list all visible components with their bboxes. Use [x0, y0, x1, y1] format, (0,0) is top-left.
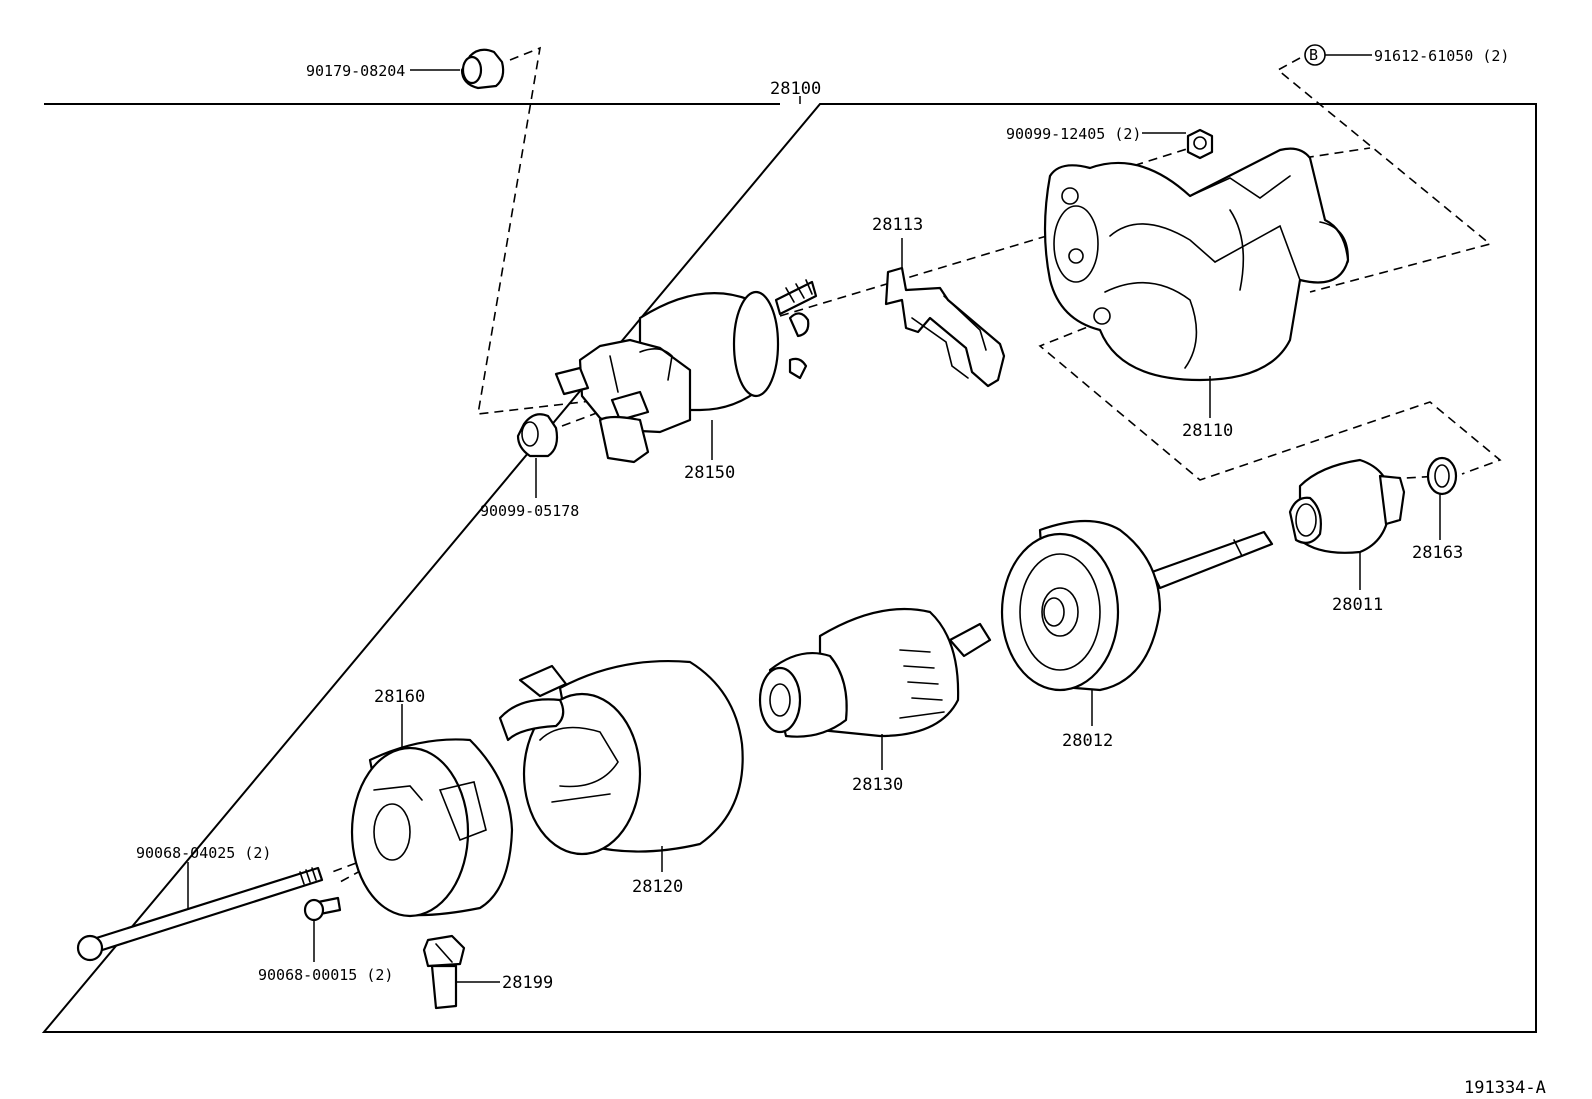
figure-id: 191334-A — [1464, 1078, 1546, 1098]
part-90099-05178-nut — [516, 413, 559, 458]
label-90099-12405: 90099-12405 (2) — [1006, 125, 1141, 143]
part-28110-housing — [1043, 147, 1350, 382]
label-28012: 28012 — [1062, 731, 1113, 751]
label-28150: 28150 — [684, 463, 735, 483]
callout-b-letter: B — [1309, 46, 1318, 64]
label-90179-08204: 90179-08204 — [306, 62, 405, 80]
label-28120: 28120 — [632, 877, 683, 897]
label-91612-61050: 91612-61050 (2) — [1374, 47, 1509, 65]
label-28113: 28113 — [872, 215, 923, 235]
part-90179-08204-nut — [460, 48, 505, 90]
part-90068-00015-screw — [303, 896, 342, 922]
label-28110: 28110 — [1182, 421, 1233, 441]
part-28199-plug — [422, 934, 466, 1010]
part-28113-lever — [884, 266, 1006, 388]
part-28012-shaft-assembly — [1000, 519, 1274, 692]
part-28130-end-frame — [350, 738, 514, 918]
part-28160-armature — [758, 607, 992, 738]
part-28150-solenoid — [554, 279, 818, 464]
assembly-dashed-lines — [331, 46, 1502, 883]
label-90068-00015: 90068-00015 (2) — [258, 966, 393, 984]
part-28163-ring — [1426, 456, 1458, 496]
assembly-frame — [41, 103, 1537, 1033]
label-28199: 28199 — [502, 973, 553, 993]
part-28120-yoke — [498, 659, 744, 856]
label-90068-04025: 90068-04025 (2) — [136, 844, 271, 862]
part-28011-clutch — [1288, 458, 1406, 554]
assembly-label: 28100 — [770, 79, 821, 99]
label-28160: 28130 — [852, 775, 903, 795]
label-28163: 28163 — [1412, 543, 1463, 563]
label-28011: 28011 — [1332, 595, 1383, 615]
label-28130: 28160 — [374, 687, 425, 707]
label-90099-05178: 90099-05178 — [480, 502, 579, 520]
part-90068-04025-bolt — [76, 866, 324, 962]
part-90099-12405-nut — [1186, 128, 1214, 160]
